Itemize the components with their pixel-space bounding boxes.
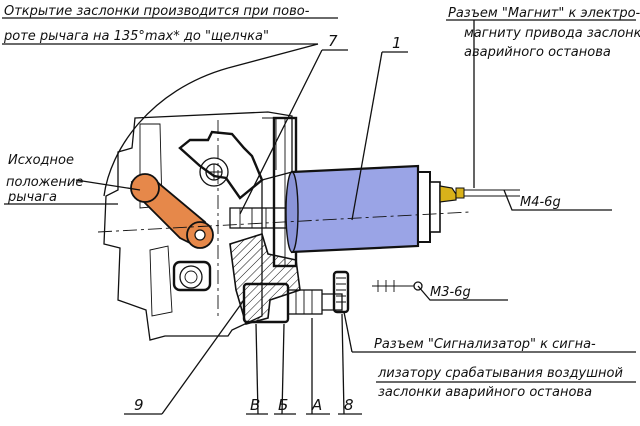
lower-screw [172, 260, 212, 292]
shaft [229, 207, 293, 229]
initial-position-line1: Исходное [8, 153, 74, 168]
magnet-connector-line1: Разъем "Магнит" к электро- [448, 6, 640, 21]
opening-note-line2: роте рычага на 135°max* до "щелчка" [3, 29, 269, 44]
callout-a: А [311, 396, 322, 414]
magnet-connector-line2: магниту привода заслонки [464, 26, 640, 41]
signal-connector-line1: Разъем "Сигнализатор" к сигна- [374, 337, 596, 352]
signal-connector-line2: лизатору срабатывания воздушной [377, 366, 623, 381]
lever [130, 173, 214, 249]
magnet-connector-line3: аварийного останова [464, 45, 611, 60]
callout-1: 1 [392, 34, 402, 52]
upper-bracket [178, 130, 264, 200]
thread-m4-label: М4-6g [520, 195, 561, 210]
opening-note-line1: Открытие заслонки производится при пово- [4, 4, 310, 19]
callout-b: Б [278, 396, 288, 414]
signal-connector-line3: заслонки аварийного останова [378, 385, 592, 400]
callout-v: В [250, 396, 260, 414]
thread-m3-label: М3-6g [430, 285, 471, 300]
loose-pin [372, 280, 423, 292]
callout-8: 8 [344, 396, 354, 414]
solenoid [285, 164, 520, 254]
signal-connector-body [242, 270, 350, 324]
callout-9: 9 [134, 396, 144, 414]
initial-position-line2: положение [6, 175, 83, 190]
initial-position-line3: рычага [7, 190, 57, 205]
center-lines [97, 120, 471, 320]
callout-7: 7 [328, 32, 338, 50]
hatched-section [229, 232, 301, 325]
leader-lines [2, 17, 636, 415]
